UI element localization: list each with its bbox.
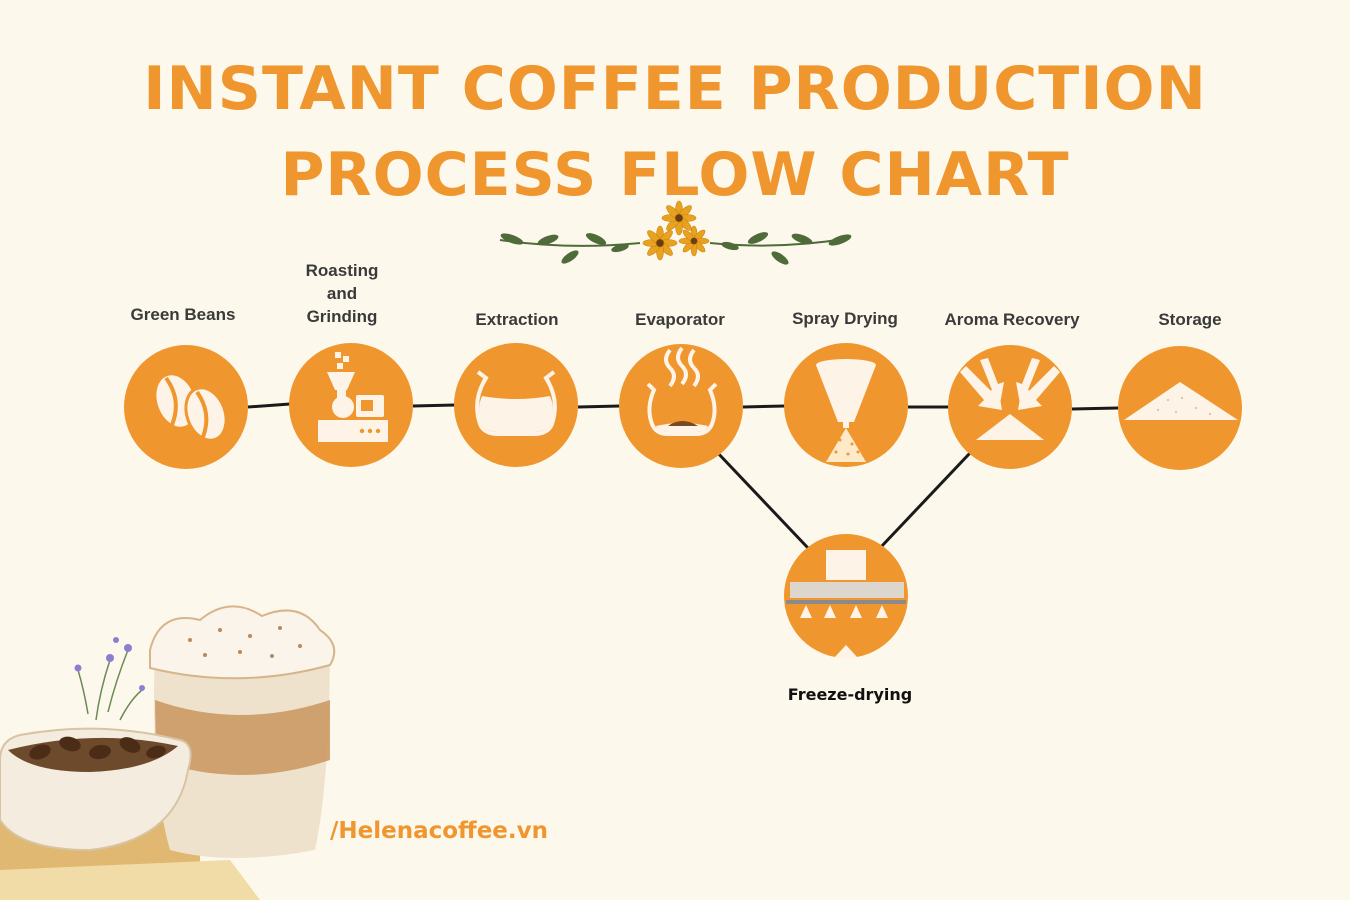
step-storage bbox=[1118, 346, 1242, 470]
title-line-2: PROCESS FLOW CHART bbox=[280, 140, 1070, 210]
connector-freeze-6 bbox=[878, 451, 972, 550]
floral-divider-ornament bbox=[499, 200, 852, 265]
step-label-green-beans: Green Beans bbox=[93, 303, 273, 326]
spray-dryer-icon bbox=[816, 359, 876, 462]
connector-4-freeze bbox=[713, 448, 810, 550]
aroma-recovery-icon bbox=[960, 358, 1060, 440]
extraction-vessel-icon bbox=[475, 370, 557, 436]
title-line-1: INSTANT COFFEE PRODUCTION bbox=[143, 54, 1207, 124]
label-line: Green Beans bbox=[130, 305, 236, 324]
label-line: Grinding bbox=[306, 307, 378, 326]
coffee-illustration bbox=[0, 605, 336, 900]
label-line: Roasting bbox=[305, 261, 379, 280]
connector-lines bbox=[247, 402, 1119, 550]
connector-6-7 bbox=[1071, 406, 1119, 411]
step-label-spray-drying: Spray Drying bbox=[755, 307, 935, 330]
step-extraction bbox=[454, 343, 578, 467]
label-line: and bbox=[326, 284, 358, 303]
brand-watermark: /Helenacoffee.vn bbox=[330, 818, 548, 844]
label-line: Storage bbox=[1158, 310, 1222, 329]
step-freeze-drying bbox=[784, 534, 908, 658]
step-roasting-grinding bbox=[289, 343, 413, 467]
page-title: INSTANT COFFEE PRODUCTION PROCESS FLOW C… bbox=[0, 46, 1350, 218]
step-aroma-recovery bbox=[948, 345, 1072, 469]
label-line: Aroma Recovery bbox=[944, 310, 1080, 329]
step-label-freeze-drying: Freeze-drying bbox=[787, 685, 913, 704]
label-line: Evaporator bbox=[635, 310, 725, 329]
step-label-extraction: Extraction bbox=[427, 308, 607, 331]
step-label-roasting-grinding: Roasting and Grinding bbox=[252, 259, 432, 328]
connector-2-3 bbox=[412, 403, 456, 408]
roaster-grinder-icon bbox=[318, 352, 388, 442]
powder-pile-icon bbox=[1124, 382, 1238, 420]
step-label-aroma-recovery: Aroma Recovery bbox=[922, 308, 1102, 331]
evaporator-steam-icon bbox=[646, 346, 718, 436]
label-line: Extraction bbox=[475, 310, 559, 329]
step-evaporator bbox=[619, 344, 743, 468]
step-label-evaporator: Evaporator bbox=[590, 308, 770, 331]
connector-1-2 bbox=[247, 402, 291, 409]
coffee-beans-icon bbox=[153, 372, 228, 442]
connector-4-5 bbox=[742, 404, 786, 409]
step-label-storage: Storage bbox=[1100, 308, 1280, 331]
connector-3-4 bbox=[577, 404, 621, 409]
label-line: Spray Drying bbox=[792, 309, 898, 328]
step-green-beans bbox=[124, 345, 248, 469]
step-spray-drying bbox=[784, 343, 908, 467]
freeze-dryer-icon bbox=[786, 550, 906, 658]
